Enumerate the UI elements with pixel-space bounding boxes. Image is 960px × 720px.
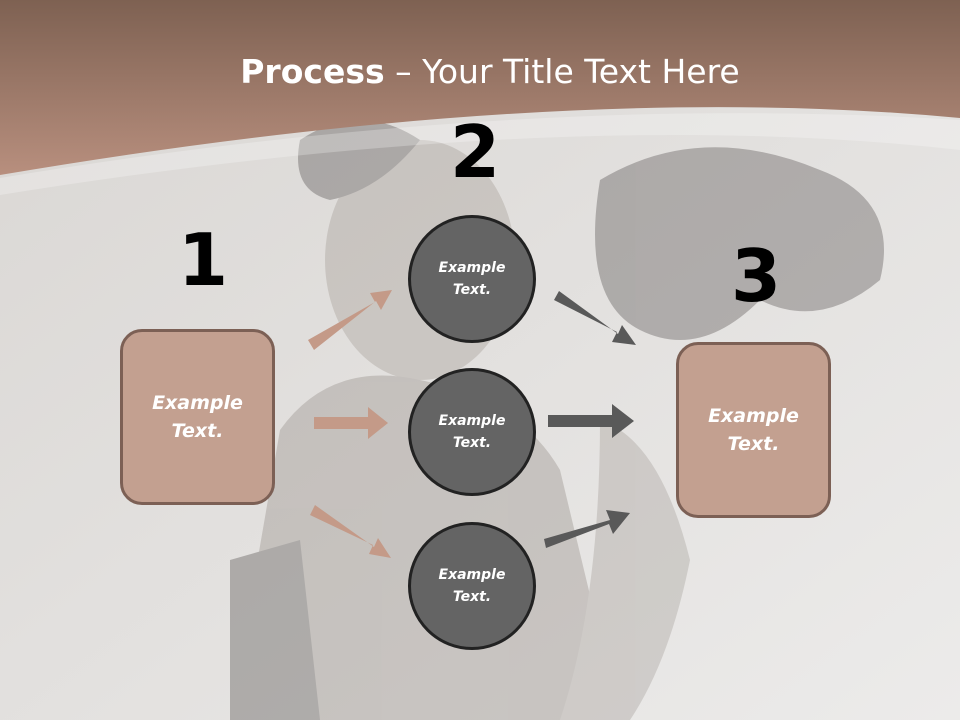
circle-node-bottom: Example Text. xyxy=(408,522,536,650)
arrows-tan xyxy=(308,290,392,558)
step-number-1: 1 xyxy=(178,218,229,302)
step-number-2: 2 xyxy=(450,110,501,194)
title-bold: Process xyxy=(240,52,385,91)
circle-middle-label: Example Text. xyxy=(438,412,506,451)
right-box-label: Example Text. xyxy=(708,404,799,456)
slide-title: Process – Your Title Text Here xyxy=(0,52,960,91)
arrows-dark xyxy=(544,291,636,548)
circle-top-label: Example Text. xyxy=(438,259,506,298)
step-number-3: 3 xyxy=(731,234,782,318)
circle-node-middle: Example Text. xyxy=(408,368,536,496)
title-rest: – Your Title Text Here xyxy=(384,52,740,91)
circle-node-top: Example Text. xyxy=(408,215,536,343)
left-box-label: Example Text. xyxy=(152,391,243,443)
left-text-box: Example Text. xyxy=(120,329,275,505)
circle-bottom-label: Example Text. xyxy=(438,566,506,605)
right-text-box: Example Text. xyxy=(676,342,831,518)
